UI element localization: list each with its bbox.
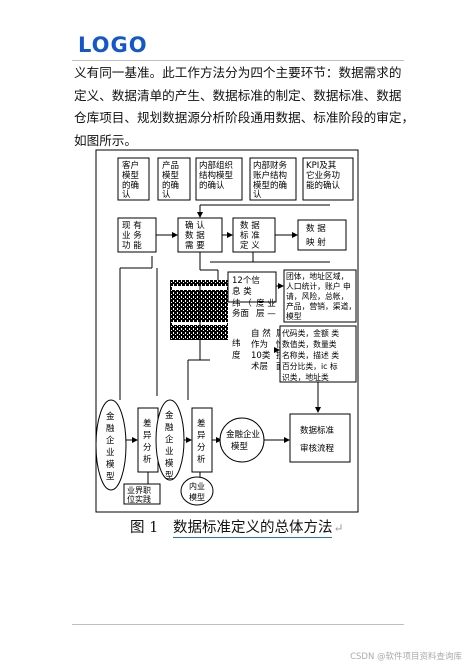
top-box-finance: 内部财务账户结构模型的确认 [249, 157, 297, 201]
dimension-text: 纬 （务面 度 业层 — [232, 298, 276, 319]
svg-text:度: 度 [232, 350, 241, 361]
body-paragraph: 义有同一基准。此工作方法分为四个主要环节：数据需求的 定义、数据清单的产生、数据… [74, 62, 409, 152]
svg-text:KPI及其它业务功能的确认: KPI及其它业务功能的确认 [306, 161, 341, 191]
paragraph-line: 义有同一基准。此工作方法分为四个主要环节：数据需求的 [74, 65, 402, 80]
industry-practice-box: 业界职位实践 [123, 483, 161, 505]
svg-text:代码类，金额 类数值类，数量类名称类，描述 类百分比类，ic: 代码类，金额 类数值类，数量类名称类，描述 类百分比类，ic 标识类，地址类 [282, 328, 339, 382]
figure-label: 图 1 [130, 520, 159, 536]
svg-text:内业模型: 内业模型 [189, 481, 205, 502]
dimension-text-2: 纬 [232, 338, 241, 349]
technical-type-box: 代码类，金额 类数值类，数量类名称类，描述 类百分比类，ic 标识类，地址类 [279, 325, 357, 383]
svg-text:客户模型的确认: 客户模型的确认 [122, 160, 140, 200]
svg-text:现 有业 务功 能: 现 有业 务功 能 [122, 220, 142, 251]
gap-analysis-box-1: 差异分析 [137, 407, 159, 473]
watermark: CSDN @软件项目资料查询库 [350, 652, 462, 662]
svg-text:确 认数 据需 要: 确 认数 据需 要 [185, 220, 205, 251]
confirm-data-box: 确 认数 据需 要 [177, 217, 223, 253]
svg-text:产品模型的确认: 产品模型的确认 [162, 160, 180, 200]
internal-model-ellipse: 内业模型 [180, 476, 214, 506]
footer-divider [72, 624, 404, 625]
diagram-frame [95, 149, 359, 513]
svg-text:金融企业模型: 金融企业模型 [106, 411, 115, 482]
svg-text:12个信息 类: 12个信息 类 [232, 275, 260, 297]
paragraph-line: 如图所示。 [74, 132, 137, 148]
enterprise-model-ellipse-1: 金融企业模型 [95, 399, 127, 491]
svg-text:金融企业模型: 金融企业模型 [165, 410, 174, 481]
svg-text:数据标准审核流程: 数据标准审核流程 [300, 425, 335, 454]
svg-text:内部组织结构模型的确认: 内部组织结构模型的确认 [199, 160, 234, 191]
data-standard-box: 数 据标 准定 义 [232, 217, 276, 253]
gap-analysis-box-2: 差异分析 [191, 407, 213, 473]
figure-title: 数据标准定义的总体方法 [172, 520, 333, 538]
top-box-org: 内部组织结构模型的确认 [195, 157, 243, 201]
svg-text:差异分析: 差异分析 [197, 418, 206, 465]
svg-text:内部财务账户结构模型的确认: 内部财务账户结构模型的确认 [253, 160, 288, 200]
svg-text:团体，地址区域，人口统计，账户 申请，风险，总帐，产品，营销: 团体，地址区域，人口统计，账户 申请，风险，总帐，产品，营销，渠道，模型 [286, 271, 356, 321]
figure-caption: 图 1 数据标准定义的总体方法↵ [130, 516, 344, 538]
enterprise-model-ellipse-3: 金融企业模型 [219, 417, 265, 463]
top-box-text: 客户 [122, 160, 139, 171]
header-divider [72, 60, 404, 61]
existing-business-box: 现 有业 务功 能 [117, 217, 157, 253]
svg-text:数 据映 射: 数 据映 射 [306, 223, 326, 248]
enterprise-model-ellipse-2: 金融企业模型 [155, 399, 185, 481]
standard-review-box: 数据标准审核流程 [289, 413, 351, 463]
top-box-product: 产品模型的确认 [157, 157, 191, 201]
top-box-customer: 客户模型的确认 [117, 157, 150, 201]
paragraph-mark: ↵ [333, 521, 344, 535]
paragraph-line: 仓库项目、规划数据源分析阶段通用数据、标准阶段的审定， [74, 110, 409, 125]
svg-text:差异分析: 差异分析 [143, 418, 152, 465]
paragraph-line: 定义、数据清单的产生、数据标准的制定、数据标准、数据 [74, 87, 402, 103]
data-mapping-box: 数 据映 射 [297, 219, 347, 251]
info-category-box: 12个信息 类 [227, 271, 277, 303]
svg-text:金融企业模型: 金融企业模型 [226, 429, 260, 452]
logo: LOGO [78, 33, 148, 57]
business-group-box: 团体，地址区域，人口统计，账户 申请，风险，总帐，产品，营销，渠道，模型 [283, 269, 357, 323]
top-box-kpi: KPI及其它业务功能的确认 [302, 157, 354, 201]
svg-text:数 据标 准定 义: 数 据标 准定 义 [240, 220, 260, 251]
svg-text:业界职位实践: 业界职位实践 [127, 485, 151, 504]
